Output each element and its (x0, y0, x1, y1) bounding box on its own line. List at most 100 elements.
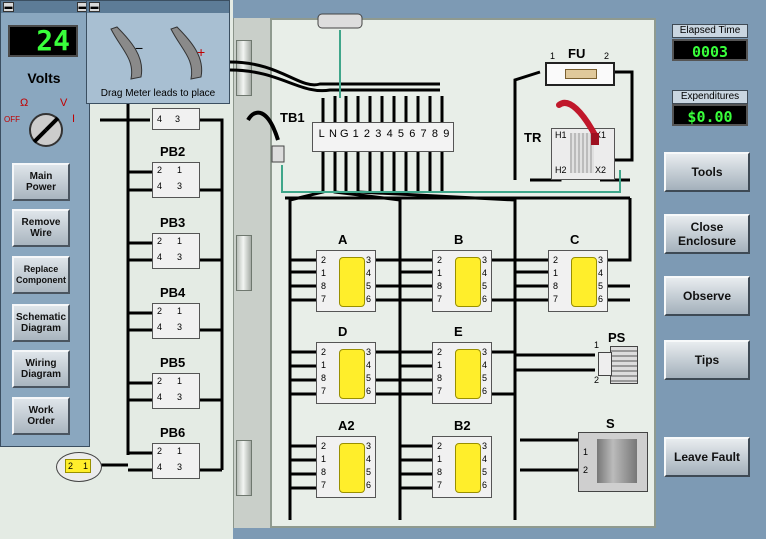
relay-pin[interactable]: 5 (366, 467, 372, 477)
terminal-1[interactable]: N (329, 128, 337, 140)
pb-pin[interactable]: 3 (177, 392, 183, 402)
relay-pin[interactable]: 4 (598, 268, 604, 278)
indicator-lamp[interactable]: 2 1 (56, 452, 102, 482)
terminal-10[interactable]: 8 (431, 128, 438, 140)
relay-pin[interactable]: 7 (553, 294, 559, 304)
relay-pin[interactable]: 7 (321, 294, 327, 304)
relay-pin[interactable]: 3 (598, 255, 604, 265)
meter-lead-probe-icon[interactable] (555, 95, 605, 150)
terminal-3[interactable]: 1 (352, 128, 359, 140)
relay-pin[interactable]: 8 (321, 467, 327, 477)
relay-pin[interactable]: 2 (437, 255, 443, 265)
schematic-diagram-button[interactable]: Schematic Diagram (12, 304, 70, 342)
relay-pin[interactable]: 6 (482, 386, 488, 396)
fuse-fu[interactable] (545, 62, 615, 86)
relay-pin[interactable]: 6 (366, 386, 372, 396)
pb-pin[interactable]: 2 (157, 306, 163, 316)
relay-pin[interactable]: 1 (553, 268, 559, 278)
relay-pin[interactable]: 4 (366, 268, 372, 278)
relay-pin[interactable]: 5 (366, 281, 372, 291)
pb-pin[interactable]: 3 (177, 462, 183, 472)
relay-pin[interactable]: 3 (482, 441, 488, 451)
replace-component-button[interactable]: Replace Component (12, 256, 70, 294)
terminal-7[interactable]: 5 (397, 128, 405, 140)
minimize-icon[interactable]: ▬ (89, 2, 100, 12)
relay-pin[interactable]: 7 (437, 294, 443, 304)
relay-pin[interactable]: 2 (321, 347, 327, 357)
meter-titlebar[interactable]: ▬ ▬ (1, 1, 89, 13)
relay-pin[interactable]: 8 (437, 281, 443, 291)
pb-pin[interactable]: 2 (157, 376, 163, 386)
meter-leads[interactable]: − + (101, 19, 221, 87)
meter-selector-dial[interactable]: OFF Ω V I (4, 92, 84, 156)
tools-button[interactable]: Tools (664, 152, 750, 192)
relay-pin[interactable]: 5 (366, 373, 372, 383)
terminal-11[interactable]: 9 (443, 128, 450, 140)
pb-pin[interactable]: 1 (177, 236, 183, 246)
pb-pin[interactable]: 4 (157, 322, 163, 332)
relay-pin[interactable]: 7 (437, 480, 443, 490)
relay-pin[interactable]: 2 (437, 441, 443, 451)
pushbutton-4[interactable]: 2 1 4 3 (152, 443, 200, 479)
relay-pin[interactable]: 2 (321, 441, 327, 451)
relay-pin[interactable]: 2 (553, 255, 559, 265)
pb-pin[interactable]: 1 (177, 165, 183, 175)
close-enclosure-button[interactable]: Close Enclosure (664, 214, 750, 254)
terminal-5[interactable]: 3 (375, 128, 382, 140)
relay-pin[interactable]: 8 (437, 467, 443, 477)
relay-pin[interactable]: 4 (482, 360, 488, 370)
relay-pin[interactable]: 3 (366, 255, 372, 265)
relay-pin[interactable]: 1 (321, 268, 327, 278)
relay-pin[interactable]: 2 (437, 347, 443, 357)
pressure-switch-ps[interactable] (610, 346, 638, 384)
leads-titlebar[interactable]: ▬ (87, 1, 229, 13)
relay-pin[interactable]: 6 (598, 294, 604, 304)
relay-pin[interactable]: 4 (366, 360, 372, 370)
relay-pin[interactable]: 7 (321, 480, 327, 490)
observe-button[interactable]: Observe (664, 276, 750, 316)
terminal-6[interactable]: 4 (386, 128, 393, 140)
transformer-tr[interactable] (551, 128, 615, 180)
pushbutton-2[interactable]: 2 1 4 3 (152, 303, 200, 339)
pb-pin[interactable]: 2 (157, 236, 163, 246)
relay-pin[interactable]: 6 (366, 480, 372, 490)
terminal-0[interactable]: L (318, 128, 325, 140)
pb-pin[interactable]: 3 (177, 252, 183, 262)
relay-pin[interactable]: 4 (366, 454, 372, 464)
relay-pin[interactable]: 7 (321, 386, 327, 396)
relay-pin[interactable]: 4 (482, 454, 488, 464)
relay-pin[interactable]: 3 (482, 255, 488, 265)
pb-pin[interactable]: 1 (177, 446, 183, 456)
terminal-2[interactable]: G (340, 128, 349, 140)
relay-pin[interactable]: 7 (437, 386, 443, 396)
relay-pin[interactable]: 2 (321, 255, 327, 265)
pb-pin[interactable]: 4 (157, 181, 163, 191)
pb-pin[interactable]: 4 (157, 462, 163, 472)
terminal-block-tb1[interactable] (312, 122, 454, 152)
work-order-button[interactable]: Work Order (12, 397, 70, 435)
relay-pin[interactable]: 5 (482, 373, 488, 383)
pb-pin[interactable]: 1 (177, 376, 183, 386)
relay-pin[interactable]: 5 (482, 281, 488, 291)
meter-leads-window[interactable]: ▬ − + Drag Meter leads to place (86, 0, 230, 104)
pb-pin[interactable]: 2 (157, 165, 163, 175)
relay-pin[interactable]: 3 (366, 347, 372, 357)
main-power-button[interactable]: Main Power (12, 163, 70, 201)
pb-pin[interactable]: 1 (177, 306, 183, 316)
relay-pin[interactable]: 8 (321, 373, 327, 383)
relay-pin[interactable]: 3 (366, 441, 372, 451)
remove-wire-button[interactable]: Remove Wire (12, 209, 70, 247)
terminal-8[interactable]: 6 (409, 128, 416, 140)
relay-pin[interactable]: 5 (598, 281, 604, 291)
solenoid-s[interactable] (578, 432, 648, 492)
pb-pin[interactable]: 2 (157, 446, 163, 456)
pb-pin[interactable]: 3 (177, 322, 183, 332)
relay-pin[interactable]: 3 (482, 347, 488, 357)
